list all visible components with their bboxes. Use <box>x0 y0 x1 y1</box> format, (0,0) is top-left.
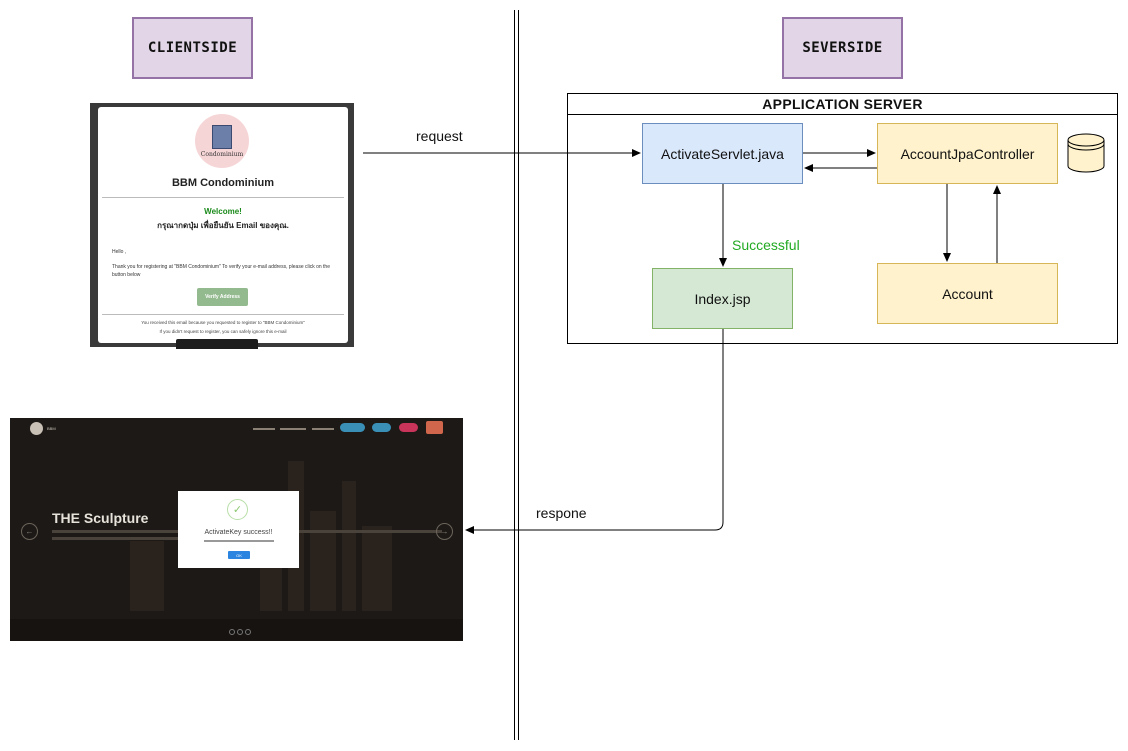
email-footer-line-2: If you didn't request to register, you c… <box>159 329 287 334</box>
verification-email-screenshot: Condominium BBM Condominium Welcome! กรุ… <box>90 103 354 349</box>
clientside-label-text: CLIENTSIDE <box>147 40 238 56</box>
carousel-next-icon[interactable]: → <box>436 523 453 540</box>
email-divider-bottom <box>102 314 344 315</box>
carousel-dot-3[interactable] <box>245 629 251 635</box>
email-divider-top <box>102 197 344 198</box>
index-jsp-label: Index.jsp <box>694 290 751 307</box>
email-welcome: Welcome! <box>204 207 242 216</box>
activate-servlet-node: ActivateServlet.java <box>642 123 803 184</box>
hero-subtext-bar-2 <box>52 537 202 540</box>
index-jsp-node: Index.jsp <box>652 268 793 329</box>
dialog-ok-button[interactable]: OK <box>228 551 250 559</box>
building-icon <box>212 124 232 149</box>
city-silhouette-3 <box>310 511 336 611</box>
dialog-subtext <box>178 539 299 543</box>
account-label: Account <box>942 285 993 302</box>
divider-line-right <box>518 10 519 740</box>
application-server-title: APPLICATION SERVER <box>568 94 1117 115</box>
nav-pill-blue-2[interactable] <box>372 423 391 432</box>
city-silhouette-6 <box>130 541 164 611</box>
email-card: Condominium BBM Condominium Welcome! กรุ… <box>98 107 348 343</box>
carousel-dot-2[interactable] <box>237 629 243 635</box>
dialog-title: ActivateKey success!! <box>204 529 273 536</box>
search-pill[interactable] <box>399 423 418 432</box>
account-jpa-controller-label: AccountJpaController <box>900 145 1035 162</box>
nav-pill-blue-1[interactable] <box>340 423 365 432</box>
email-title: BBM Condominium <box>171 177 275 189</box>
logo-text: Condominium <box>200 150 244 158</box>
hero-title: THE Sculpture <box>52 510 149 526</box>
carousel-dot-1[interactable] <box>229 629 235 635</box>
divider-line-left <box>514 10 515 740</box>
database-cylinder-icon <box>1067 133 1105 173</box>
serverside-label: SEVERSIDE <box>782 17 903 79</box>
verify-address-button[interactable]: Verify Address <box>197 288 248 306</box>
site-brand: BBM <box>47 426 56 431</box>
activation-success-dialog: ✓ ActivateKey success!! OK <box>178 491 299 568</box>
activation-result-screenshot: BBM THE Sculpture ← → ✓ ActivateKey succ… <box>10 418 463 641</box>
activate-servlet-label: ActivateServlet.java <box>661 145 784 162</box>
response-edge-label: respone <box>536 505 587 521</box>
check-circle-icon: ✓ <box>227 499 248 520</box>
response-arrow <box>465 329 724 534</box>
nav-link-2[interactable] <box>280 428 306 430</box>
email-body: Thank you for registering at "BBM Condom… <box>112 264 330 278</box>
email-hello: Hello , <box>112 249 127 255</box>
email-overlay-tab <box>176 339 258 349</box>
email-footer-line-1: You received this email because you requ… <box>141 320 305 325</box>
request-edge-label: request <box>416 128 463 144</box>
carousel-prev-icon[interactable]: ← <box>21 523 38 540</box>
condominium-logo: Condominium <box>195 114 249 168</box>
site-logo[interactable] <box>30 422 43 435</box>
city-silhouette-5 <box>362 526 392 611</box>
menu-button[interactable] <box>426 421 443 434</box>
nav-link-3[interactable] <box>312 428 334 430</box>
city-silhouette-4 <box>342 481 356 611</box>
clientside-label: CLIENTSIDE <box>132 17 253 79</box>
serverside-label-text: SEVERSIDE <box>802 40 883 56</box>
account-node: Account <box>877 263 1058 324</box>
account-jpa-controller-node: AccountJpaController <box>877 123 1058 184</box>
nav-link-1[interactable] <box>253 428 275 430</box>
email-thai-line: กรุณากดปุ่ม เพื่อยืนยัน Email ของคุณ. <box>157 221 289 230</box>
successful-edge-label: Successful <box>732 237 800 253</box>
carousel-dots[interactable] <box>229 629 251 635</box>
site-footer-bar <box>10 619 463 641</box>
